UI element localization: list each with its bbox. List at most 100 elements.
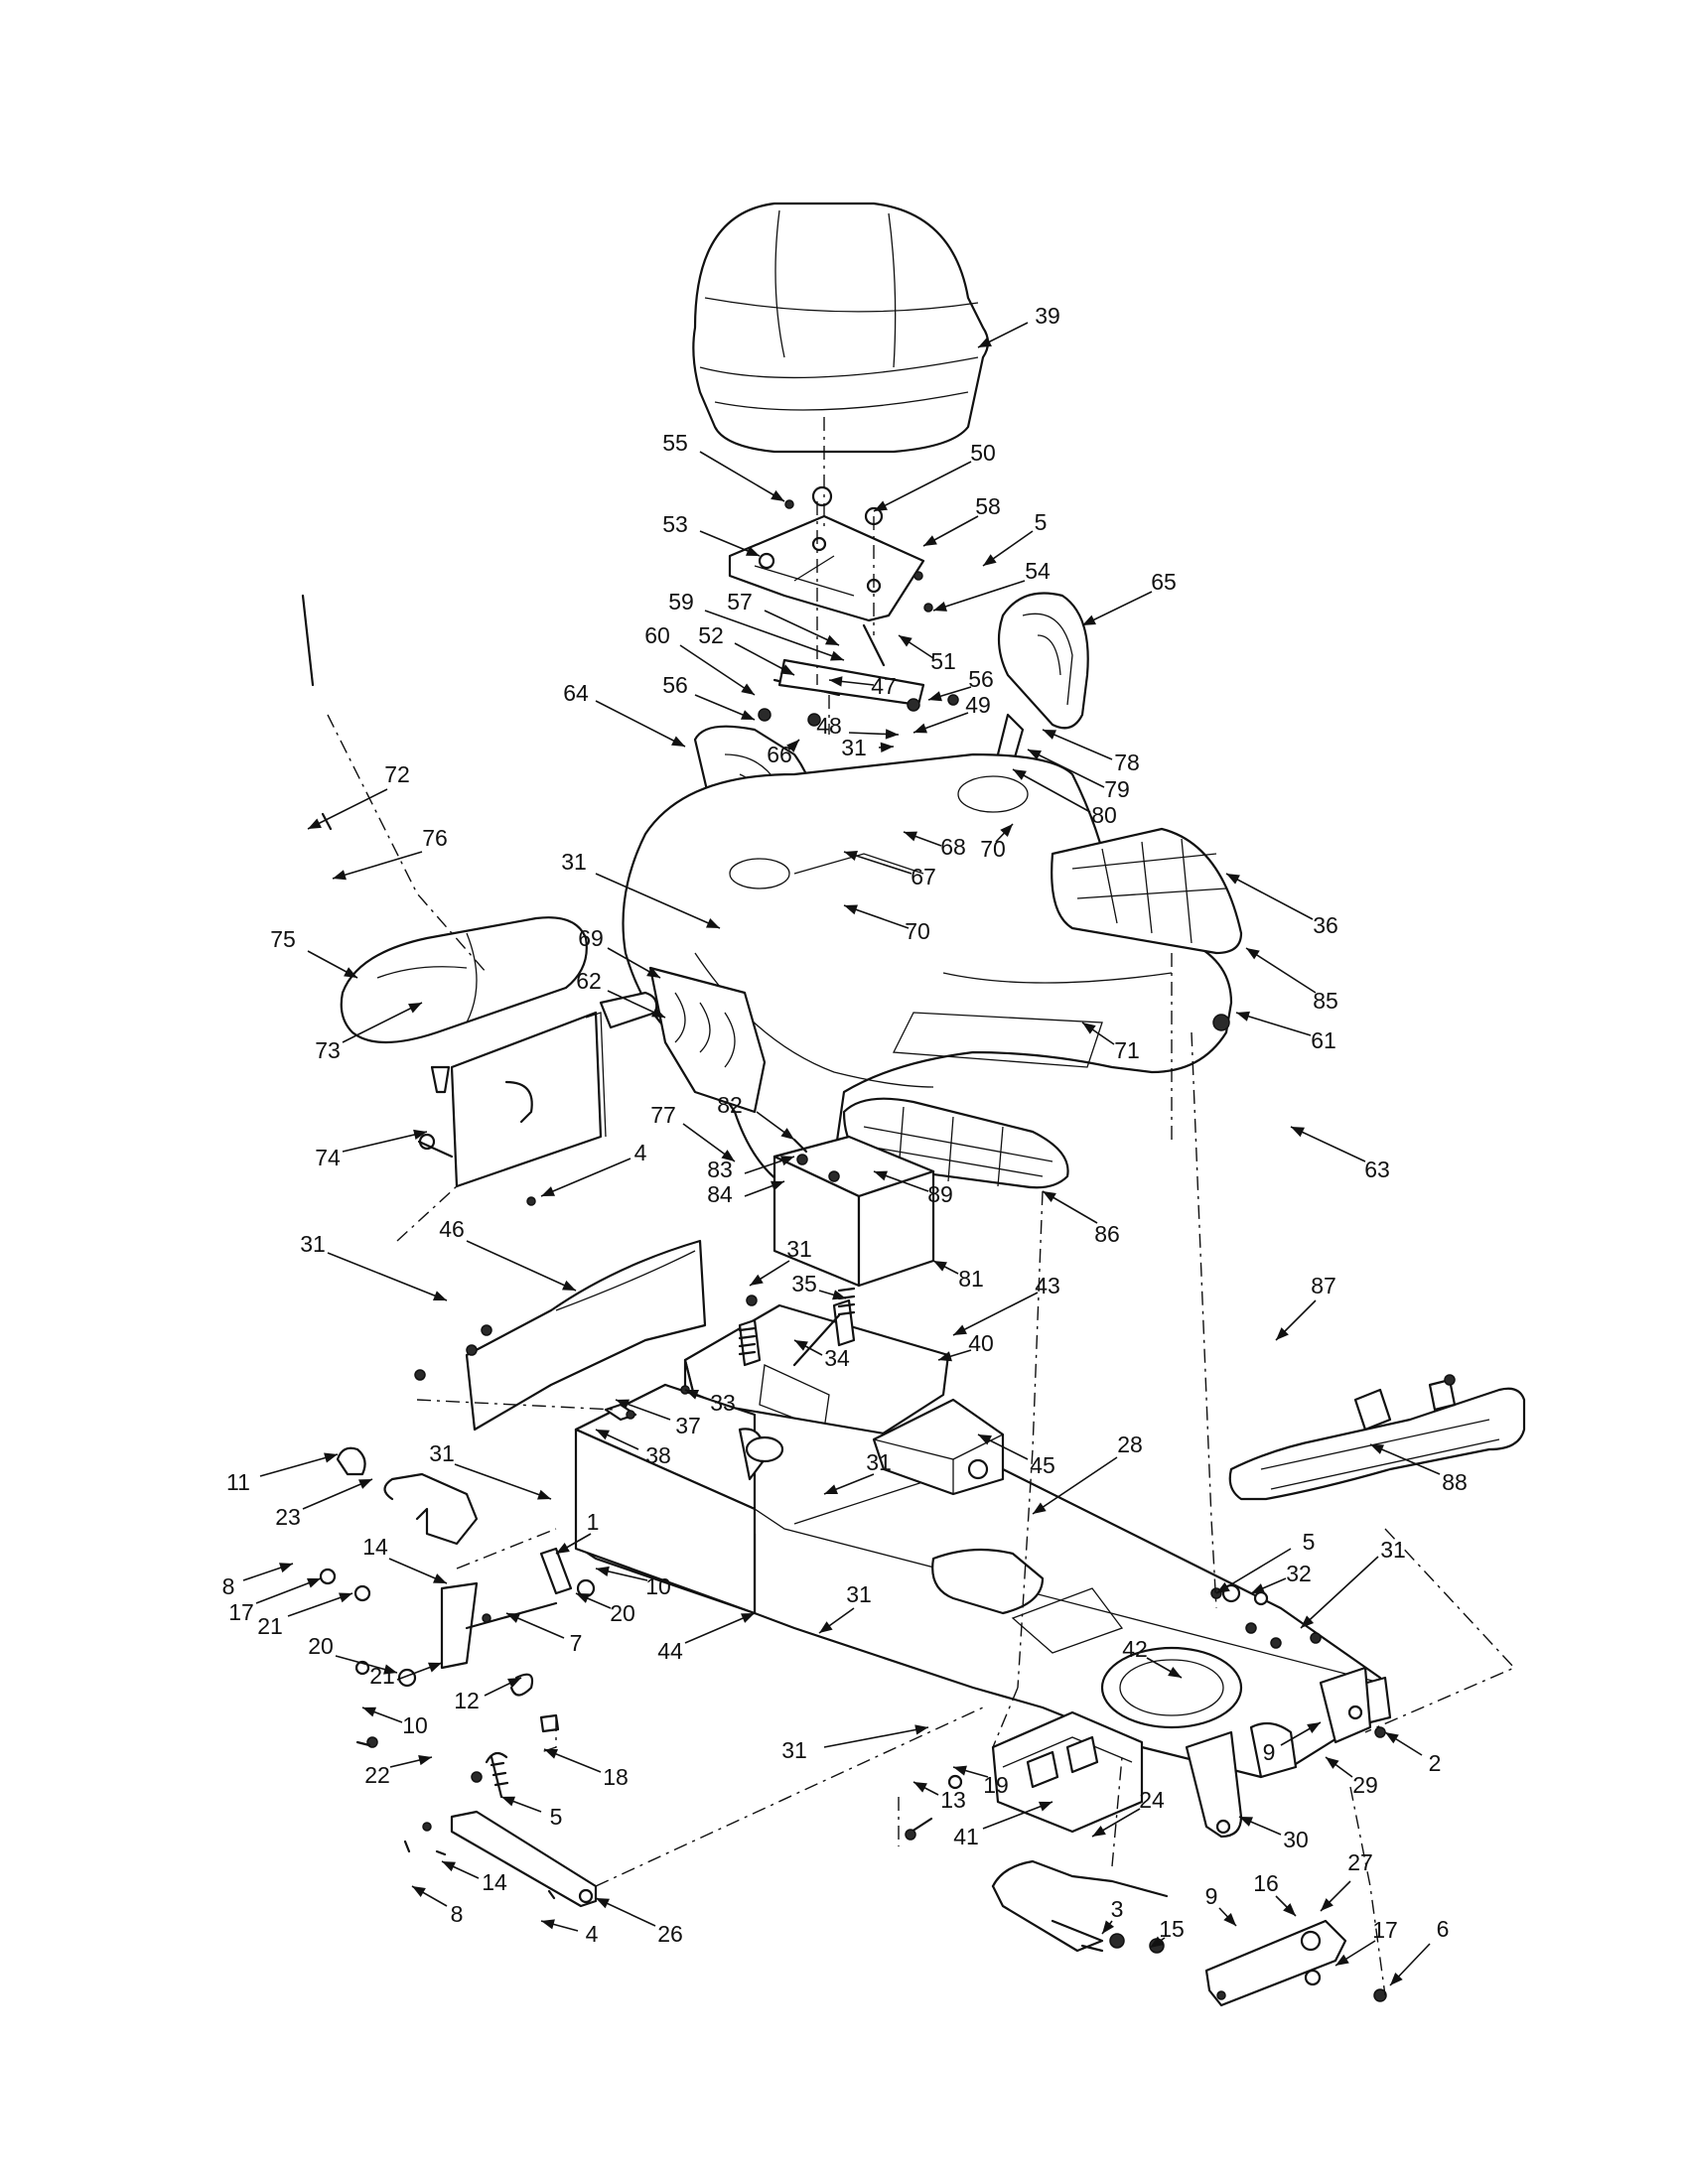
callout-label: 78 [1114,750,1140,775]
callout-leader [1215,1548,1292,1594]
callout-arrowhead [830,650,844,661]
callout-arrowhead [1168,1667,1182,1678]
callout-arrowhead [616,1399,630,1410]
callout-label: 62 [576,968,602,994]
callout-label: 8 [222,1573,235,1599]
callout-label: 17 [228,1599,254,1625]
callout-arrowhead [832,1290,846,1300]
callout-leader [1235,1012,1312,1036]
callout-arrowhead [721,1150,735,1161]
callout-arrowhead [899,635,912,647]
callout-label: 19 [983,1772,1009,1798]
callout-arrowhead [671,736,685,747]
callout-arrowhead [1216,1581,1230,1593]
callout-arrowhead [1251,1583,1265,1593]
callout-arrowhead [596,1566,610,1576]
callout-label: 41 [953,1824,979,1849]
callout-arrowhead [953,1324,967,1335]
shifter-plate [648,966,767,1114]
callout-label: 1 [587,1509,600,1535]
callout-label: 16 [1253,1870,1279,1896]
callout-label: 56 [662,672,688,698]
callout-arrowhead [1239,1817,1253,1827]
front-bumper [1228,1374,1526,1501]
callout-arrowhead [928,691,942,702]
callout-arrowhead [442,1861,456,1872]
callout-arrowhead [780,1156,794,1166]
callout-label: 33 [710,1390,736,1416]
callout-leader [764,610,840,646]
callout-label: 14 [482,1869,507,1895]
callout-label: 57 [727,589,753,614]
callout-label: 76 [422,825,448,851]
callout-leader [1290,1126,1366,1162]
callout-label: 15 [1159,1916,1185,1942]
callout-leader [873,461,972,512]
callout-leader [595,700,686,748]
callout-label: 4 [634,1140,647,1165]
callout-label: 9 [1205,1883,1218,1909]
battery [772,1135,935,1288]
callout-arrowhead [746,546,760,556]
callout-arrowhead [685,1390,699,1400]
callout-arrowhead [1043,730,1056,740]
callout-label: 21 [257,1613,283,1639]
callout-label: 52 [698,622,724,648]
callout-leader [342,1002,423,1043]
callout-label: 87 [1311,1273,1336,1298]
callout-arrowhead [324,1452,338,1463]
callout-arrowhead [646,967,660,978]
callout-label: 31 [866,1449,892,1475]
callout-arrowhead [1335,1954,1349,1966]
callout-label: 5 [1303,1529,1316,1555]
callout-arrowhead [433,1573,447,1583]
callout-label: 34 [824,1345,850,1371]
callout-label: 70 [905,918,930,944]
callout-leader [1032,1456,1118,1515]
callout-arrowhead [1291,1127,1305,1138]
callout-arrowhead [953,1765,967,1776]
callout-label: 67 [911,864,936,889]
callout-arrowhead [938,1351,952,1362]
callout-arrowhead [1226,874,1240,885]
callout-arrowhead [1028,750,1042,760]
callout-label: 70 [980,836,1006,862]
callout-arrowhead [844,851,858,861]
callout-label: 14 [362,1534,388,1560]
hood-pad [340,916,588,1044]
callout-arrowhead [308,818,322,829]
callout-arrowhead [923,535,937,546]
callout-label: 50 [970,440,996,466]
callout-label: 88 [1442,1469,1468,1495]
callout-label: 40 [968,1330,994,1356]
callout-arrowhead [596,1430,610,1440]
callout-arrowhead [1039,1801,1052,1812]
callout-arrowhead [824,1484,838,1494]
callout-leader [327,1252,448,1301]
callout-label: 24 [1139,1787,1165,1813]
callout-label: 38 [645,1442,671,1468]
armrest-right [997,592,1089,730]
callout-arrowhead [1043,1191,1056,1203]
callout-label: 30 [1283,1827,1309,1852]
callout-label: 54 [1025,558,1051,584]
lift-plate [991,1710,1144,1834]
callout-label: 48 [816,713,842,739]
callout-arrowhead [358,1479,372,1489]
callout-label: 65 [1151,569,1177,595]
callout-arrowhead [383,1664,397,1675]
callout-label: 32 [1286,1561,1312,1586]
seat [692,202,990,454]
callout-arrowhead [576,1593,590,1603]
callout-leader [466,1240,577,1292]
side-panel [414,1239,707,1432]
callout-arrowhead [1246,948,1260,960]
callout-label: 18 [603,1764,629,1790]
callout-label: 85 [1313,988,1338,1014]
callout-arrowhead [412,1886,426,1897]
callout-arrowhead [279,1563,293,1573]
callout-leader [454,1463,552,1500]
callout-label: 13 [940,1787,966,1813]
lift-arm [991,1859,1169,1953]
